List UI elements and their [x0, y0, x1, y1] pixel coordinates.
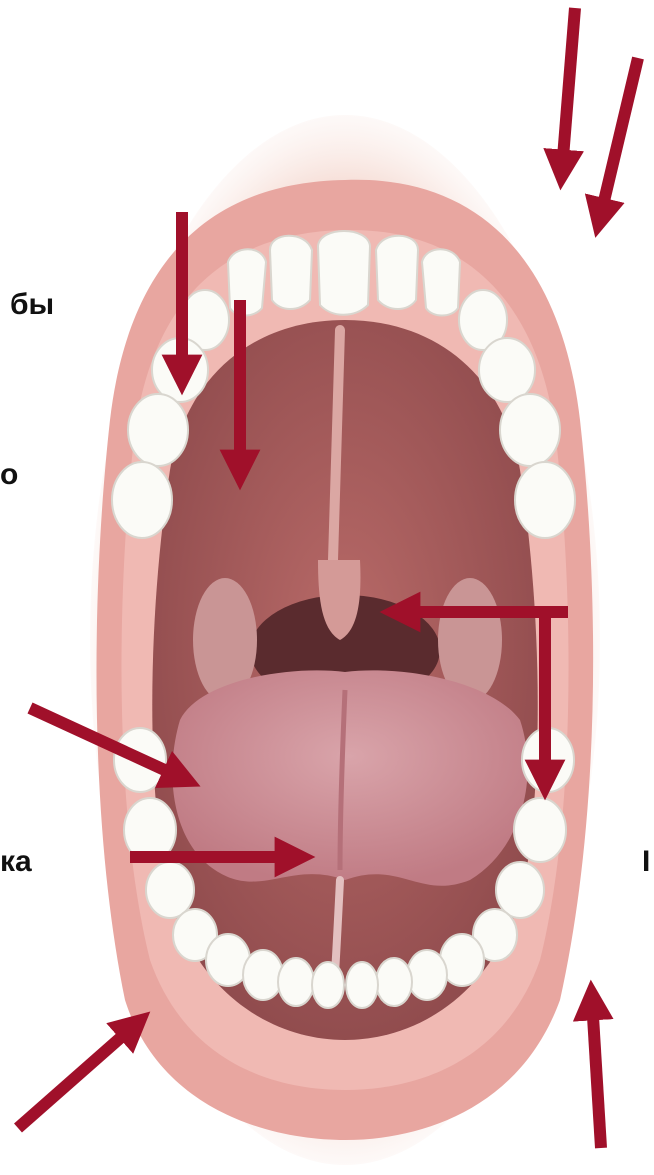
label-palate: о — [0, 458, 18, 492]
label-teeth: бы — [10, 288, 54, 322]
arrow-lip-2 — [600, 58, 638, 218]
label-frenulum: ка — [0, 845, 32, 879]
arrow-lower-lip — [18, 1025, 135, 1128]
label-right-cut: I — [642, 845, 650, 879]
arrow-lip-1 — [562, 8, 575, 170]
arrow-chin — [592, 1000, 601, 1148]
mouth-illustration — [90, 115, 600, 1165]
palate-raphe — [333, 330, 340, 560]
